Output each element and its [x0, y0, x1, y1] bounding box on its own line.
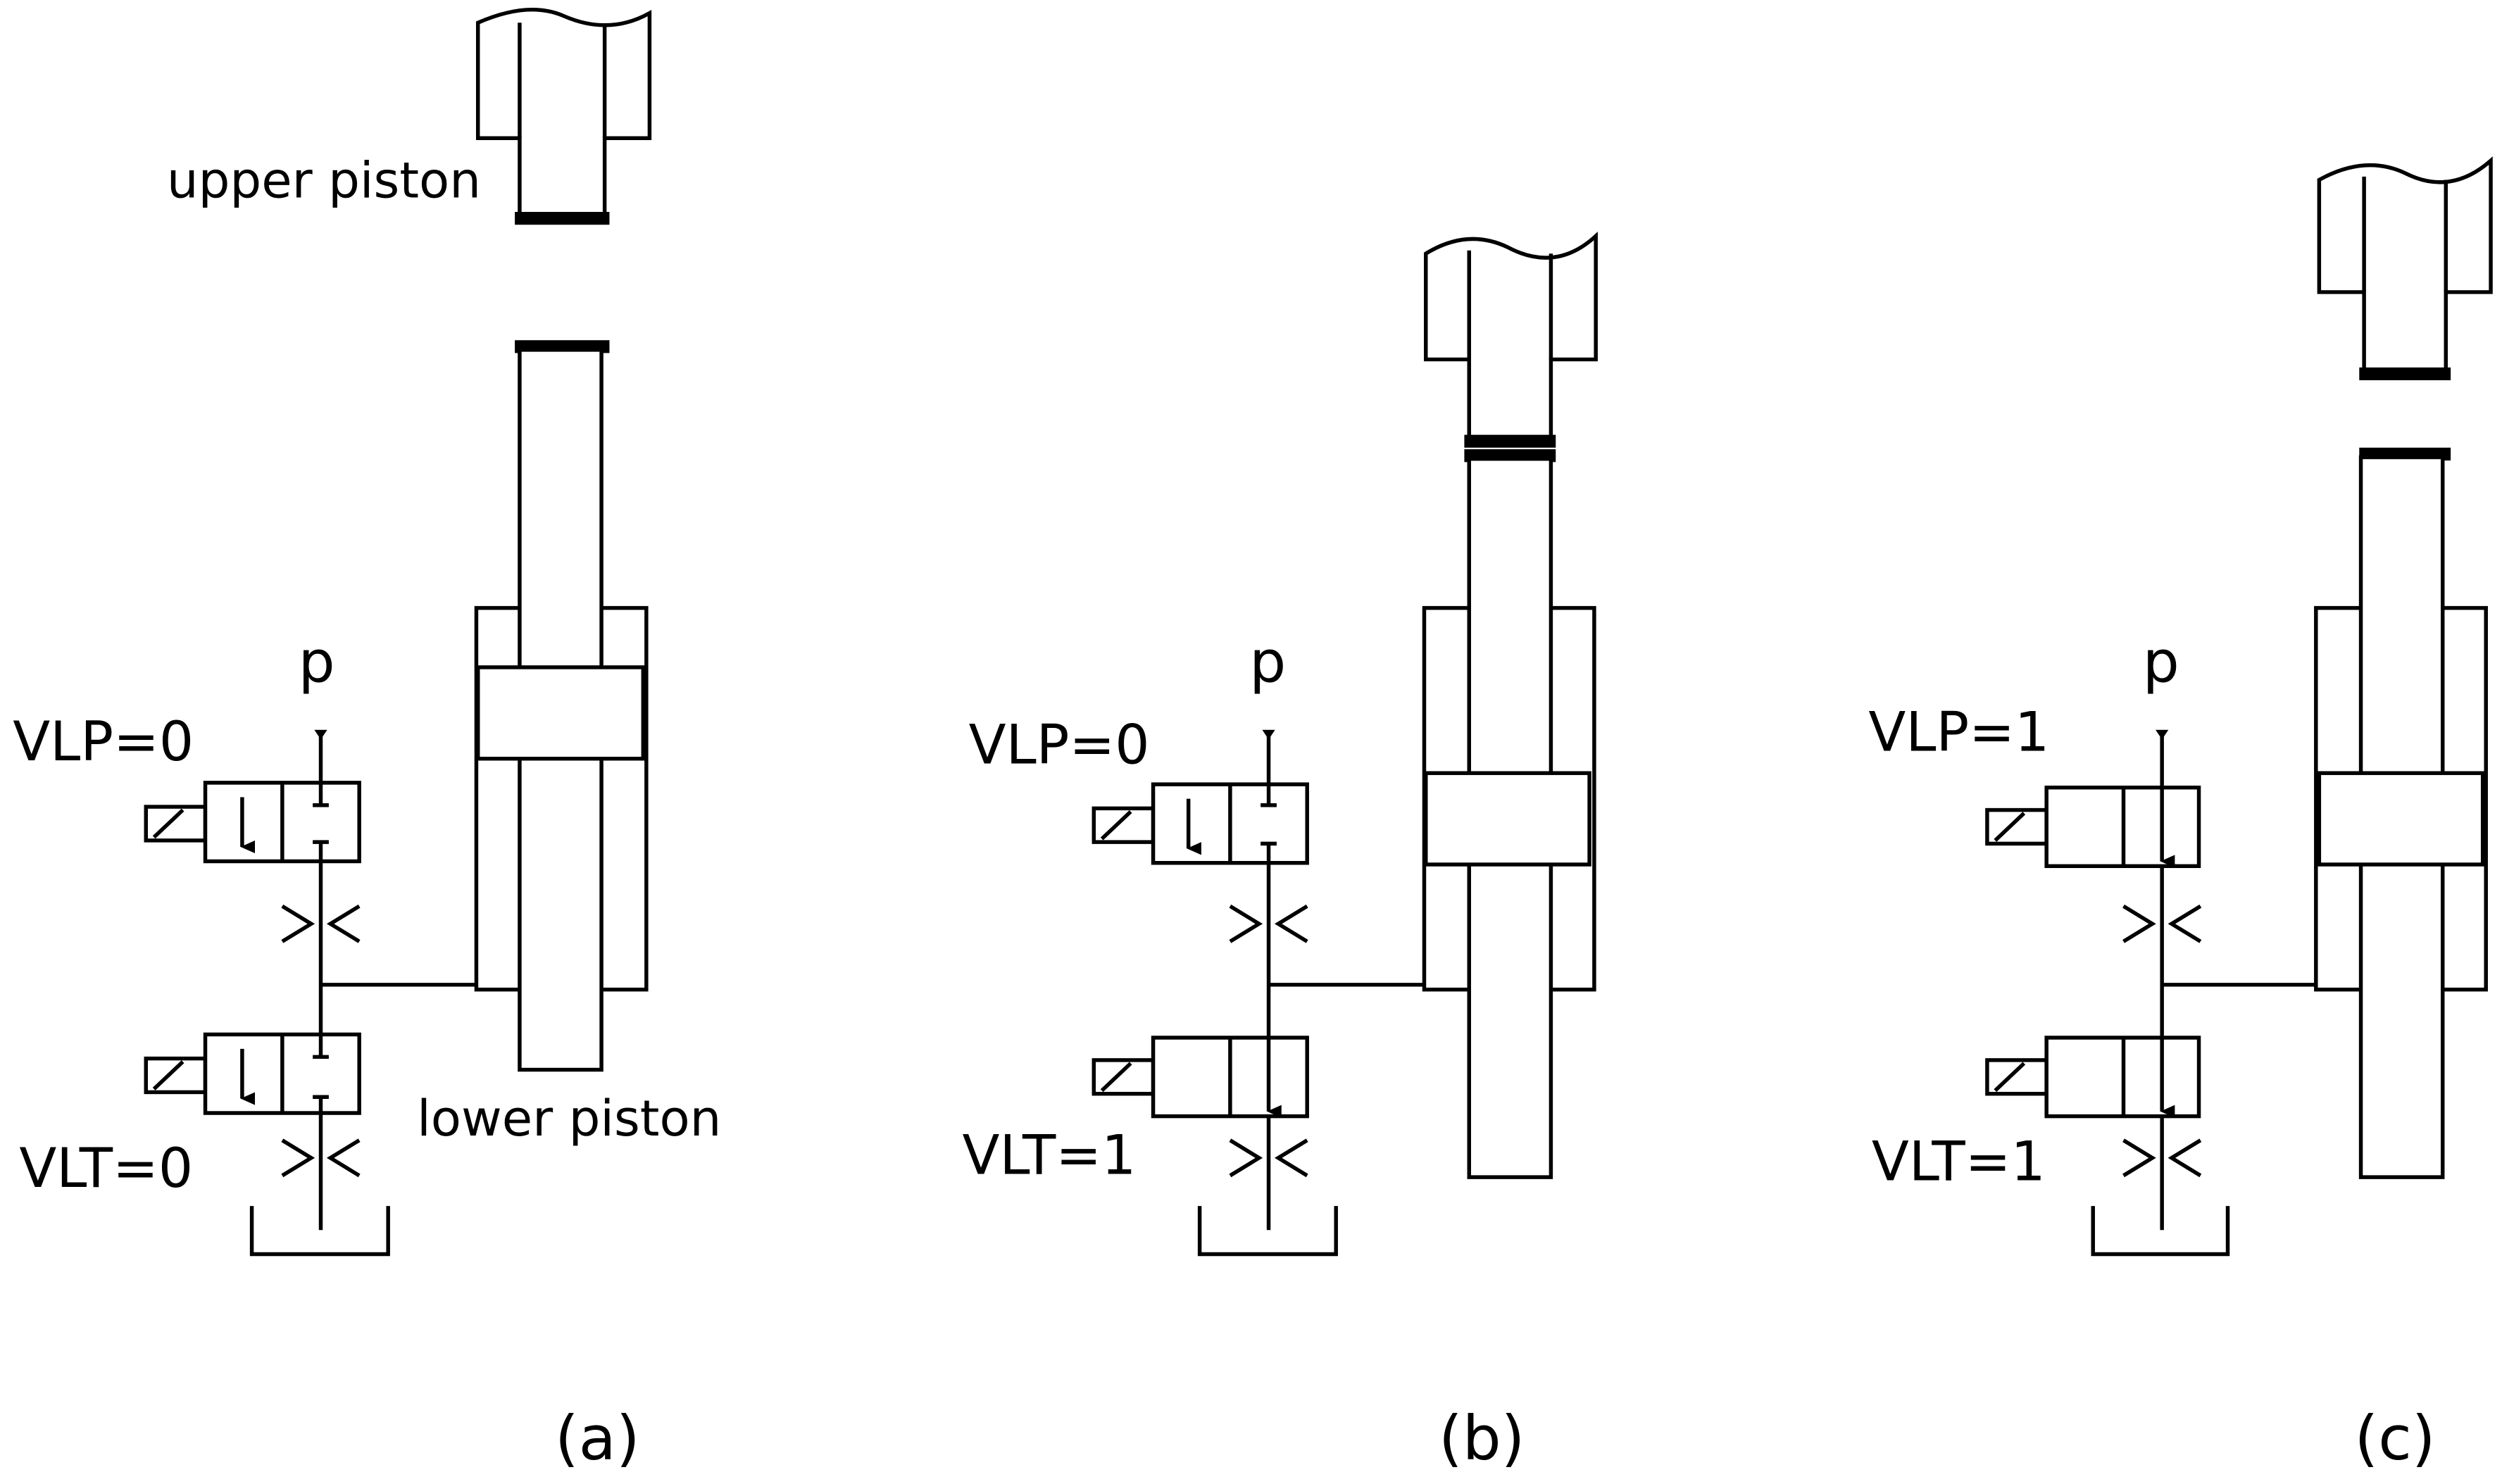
panel-c: p VLP=1 VLT=1: [1868, 156, 2493, 1474]
vlt-valve-c: [1985, 1036, 2201, 1119]
vlt-label-a: VLT=0: [19, 1137, 193, 1200]
vlp-label-b: VLP=0: [969, 714, 1150, 777]
vlt-valve-a: [144, 1032, 361, 1115]
vlp-valve-c: [1985, 785, 2201, 869]
tank-b: [1197, 1206, 1338, 1257]
upper-piston-c: [2317, 156, 2493, 381]
pressure-label-c: p: [2143, 629, 2179, 696]
lower-piston-label: lower piston: [417, 1089, 721, 1147]
caption-a: (a): [555, 1404, 640, 1474]
pressure-marker: [314, 729, 327, 740]
panel-a: upper piston lower piston p VLP=0: [13, 7, 721, 1474]
vlp-valve-b: [1092, 782, 1309, 865]
throttle-lower-c: [2122, 1138, 2202, 1178]
pressure-label: p: [299, 629, 335, 696]
caption-c: (c): [2354, 1404, 2435, 1474]
lower-piston-a: [474, 340, 649, 1072]
upper-piston-a: [475, 7, 652, 225]
throttle-upper-b: [1229, 904, 1308, 943]
vlt-label-b: VLT=1: [963, 1124, 1137, 1188]
lower-piston-c: [2314, 447, 2488, 1179]
vlt-label-c: VLT=1: [1872, 1131, 2046, 1194]
pressure-marker-c: [2156, 729, 2169, 740]
tank-a: [249, 1206, 390, 1257]
vlp-valve-a: [144, 781, 361, 864]
throttle-lower-b: [1229, 1138, 1308, 1178]
upper-piston-label: upper piston: [167, 151, 481, 210]
caption-b: (b): [1439, 1404, 1525, 1474]
throttle-upper-a: [281, 904, 361, 943]
vlt-valve-b: [1092, 1036, 1309, 1119]
panel-b: p VLP=0 VLT=1: [963, 231, 1598, 1474]
pressure-label-b: p: [1249, 629, 1286, 696]
lower-piston-b: [1422, 457, 1596, 1179]
tank-c: [2091, 1206, 2230, 1257]
throttle-lower-a: [281, 1138, 361, 1178]
vlp-label-a: VLP=0: [13, 710, 194, 774]
vlp-label-c: VLP=1: [1868, 700, 2049, 764]
throttle-upper-c: [2122, 904, 2202, 943]
pressure-marker-b: [1262, 729, 1275, 740]
upper-piston-b: [1424, 231, 1598, 463]
